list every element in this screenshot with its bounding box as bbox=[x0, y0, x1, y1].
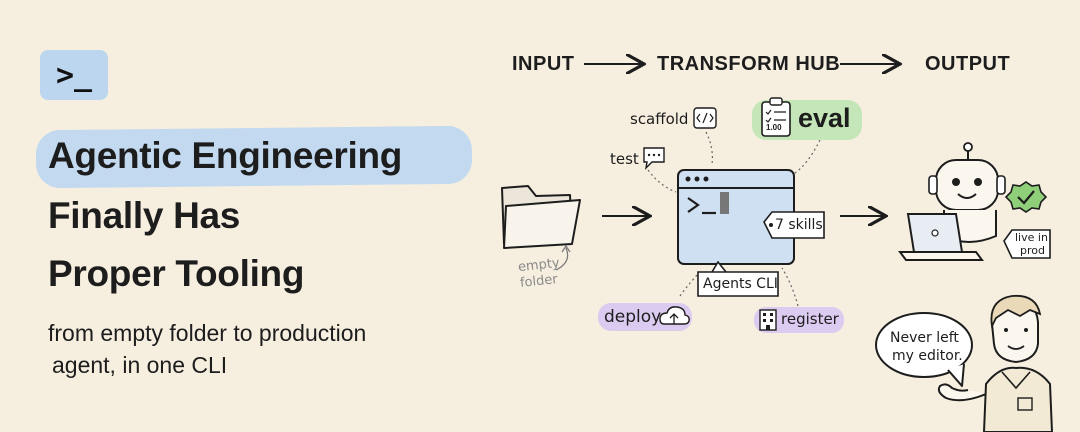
cloud-upload-icon bbox=[659, 306, 690, 325]
register-label: register bbox=[781, 310, 839, 328]
skills-tag bbox=[763, 211, 825, 239]
output-header: OUTPUT bbox=[925, 53, 1011, 75]
transform-hub-header: TRANSFORM HUB bbox=[657, 53, 841, 75]
skills-label: 7 skills bbox=[775, 217, 823, 233]
eval-label: eval bbox=[798, 103, 851, 133]
speech-line-2: my editor. bbox=[892, 348, 963, 364]
live-label-2: prod bbox=[1020, 244, 1045, 257]
live-label-1: live in bbox=[1015, 231, 1048, 244]
code-icon bbox=[693, 107, 717, 129]
empty-folder-pointer bbox=[555, 247, 569, 271]
clipboard-icon bbox=[761, 97, 791, 137]
folder-icon bbox=[501, 185, 581, 249]
headline-line-1: Agentic Engineering bbox=[48, 135, 403, 176]
input-header: INPUT bbox=[512, 53, 575, 75]
agents-cli-label: Agents CLI bbox=[703, 276, 778, 292]
scaffold-label: scaffold bbox=[630, 110, 689, 128]
building-icon bbox=[759, 309, 777, 331]
test-label: test bbox=[610, 150, 639, 168]
subtitle-line-2: agent, in one CLI bbox=[52, 352, 228, 378]
headline-line-3: Proper Tooling bbox=[48, 253, 305, 294]
headline-line-2: Finally Has bbox=[48, 195, 241, 236]
check-badge-icon bbox=[1004, 181, 1048, 213]
eval-connector bbox=[789, 139, 821, 177]
register-connector bbox=[781, 267, 799, 307]
test-connector bbox=[647, 169, 677, 193]
speech-line-1: Never left bbox=[890, 330, 959, 346]
deploy-label: deploy bbox=[604, 307, 662, 327]
agents-cli-callout bbox=[697, 260, 779, 297]
laptop-icon bbox=[898, 213, 984, 261]
eval-score: 1.00 bbox=[766, 123, 782, 132]
scaffold-connector bbox=[705, 131, 713, 165]
live-tag bbox=[1003, 229, 1051, 259]
developer-person-icon bbox=[937, 294, 1054, 432]
terminal-prompt-icon: >_ bbox=[55, 57, 93, 93]
chat-icon bbox=[643, 147, 665, 171]
speech-bubble-shape bbox=[875, 312, 973, 378]
terminal-badge: >_ bbox=[40, 50, 108, 100]
subtitle-line-1: from empty folder to production bbox=[48, 320, 367, 346]
